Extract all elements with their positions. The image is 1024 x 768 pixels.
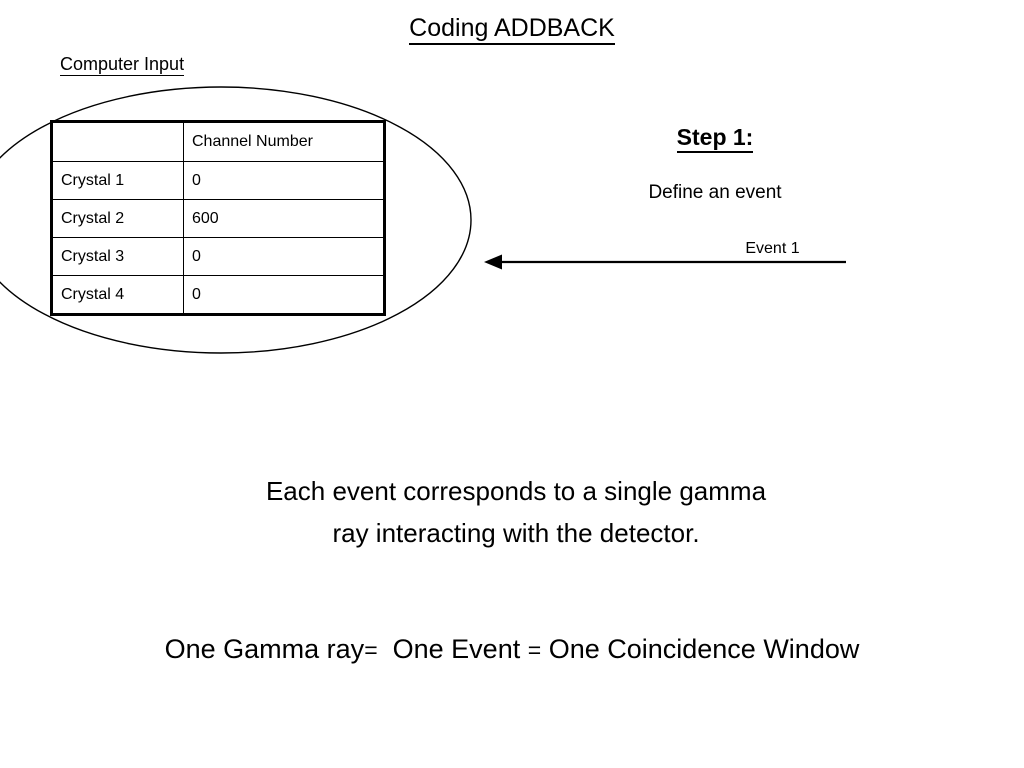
equivalence-term-gamma-ray: One Gamma ray	[164, 634, 365, 664]
step-heading: Step 1:	[540, 122, 890, 153]
channel-number-table: Channel Number Crystal 1 0 Crystal 2 600…	[50, 120, 386, 316]
table-header-blank	[51, 121, 184, 162]
table-row: Crystal 1 0	[51, 161, 385, 200]
step-subtitle: Define an event	[648, 182, 782, 203]
event-description-line-1: Each event corresponds to a single gamma	[265, 476, 767, 506]
table-header-channel-number: Channel Number	[183, 121, 385, 162]
equivalence-sign-2: =	[527, 637, 542, 663]
table-row: Crystal 3 0	[51, 237, 385, 276]
equivalence-statement: One Gamma ray= One Event = One Coinciden…	[20, 629, 1004, 670]
table-cell-crystal-label: Crystal 3	[51, 237, 184, 276]
computer-input-caption: Computer Input	[60, 52, 185, 76]
table-cell-channel-value: 0	[183, 275, 385, 315]
equivalence-term-coincidence-window: One Coincidence Window	[548, 634, 860, 664]
page-title-text: Coding ADDBACK	[409, 14, 615, 45]
table-cell-crystal-label: Crystal 4	[51, 275, 184, 315]
event-description-paragraph: Each event corresponds to a single gamma…	[112, 470, 920, 554]
equivalence-sign-1: =	[364, 637, 378, 663]
table-cell-channel-value: 0	[183, 161, 385, 200]
table-row: Crystal 4 0	[51, 275, 385, 315]
arrow-head-left-icon	[484, 254, 502, 270]
table-cell-channel-value: 600	[183, 199, 385, 238]
event-label: Event 1	[745, 240, 800, 257]
table-cell-channel-value: 0	[183, 237, 385, 276]
table-row: Crystal 2 600	[51, 199, 385, 238]
page-title: Coding ADDBACK	[0, 12, 1024, 45]
event-description-line-2: ray interacting with the detector.	[332, 518, 700, 548]
table-cell-crystal-label: Crystal 2	[51, 199, 184, 238]
step-heading-text: Step 1:	[676, 124, 754, 153]
table-cell-crystal-label: Crystal 1	[51, 161, 184, 200]
computer-input-caption-text: Computer Input	[60, 54, 185, 76]
table-header-row: Channel Number	[51, 121, 385, 162]
equivalence-term-event: One Event	[392, 634, 521, 664]
